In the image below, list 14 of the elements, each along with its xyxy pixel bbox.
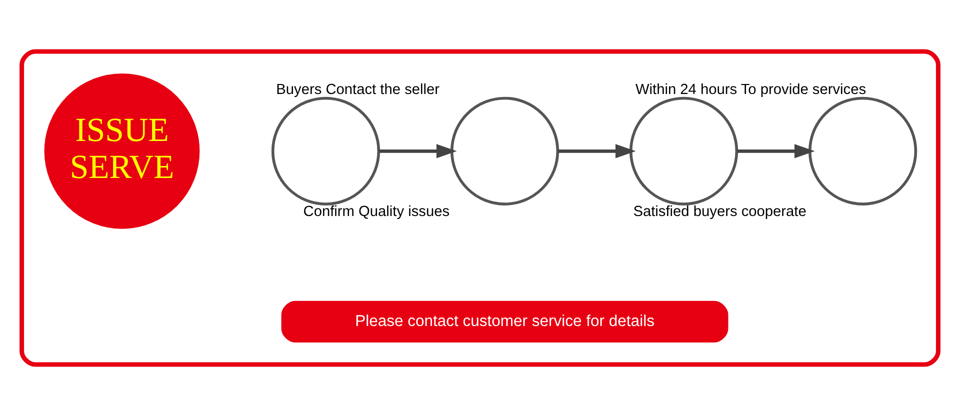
arrow xyxy=(558,144,636,158)
node-circle: ISSUE SERVE xyxy=(44,73,200,229)
arrow xyxy=(378,144,457,158)
arrow xyxy=(736,144,815,158)
node-box: Please contact customer service for details xyxy=(281,300,728,343)
node-circle xyxy=(271,96,380,206)
node-label: Buyers Contact the seller xyxy=(276,82,440,98)
cluster xyxy=(20,49,940,367)
node-circle xyxy=(629,96,738,206)
node-label: Confirm Quality issues xyxy=(303,204,450,220)
node-circle xyxy=(450,96,560,206)
node-circle xyxy=(808,96,918,206)
node-label: Satisfied buyers cooperate xyxy=(633,204,806,220)
node-label: Within 24 hours To provide services xyxy=(635,82,866,98)
